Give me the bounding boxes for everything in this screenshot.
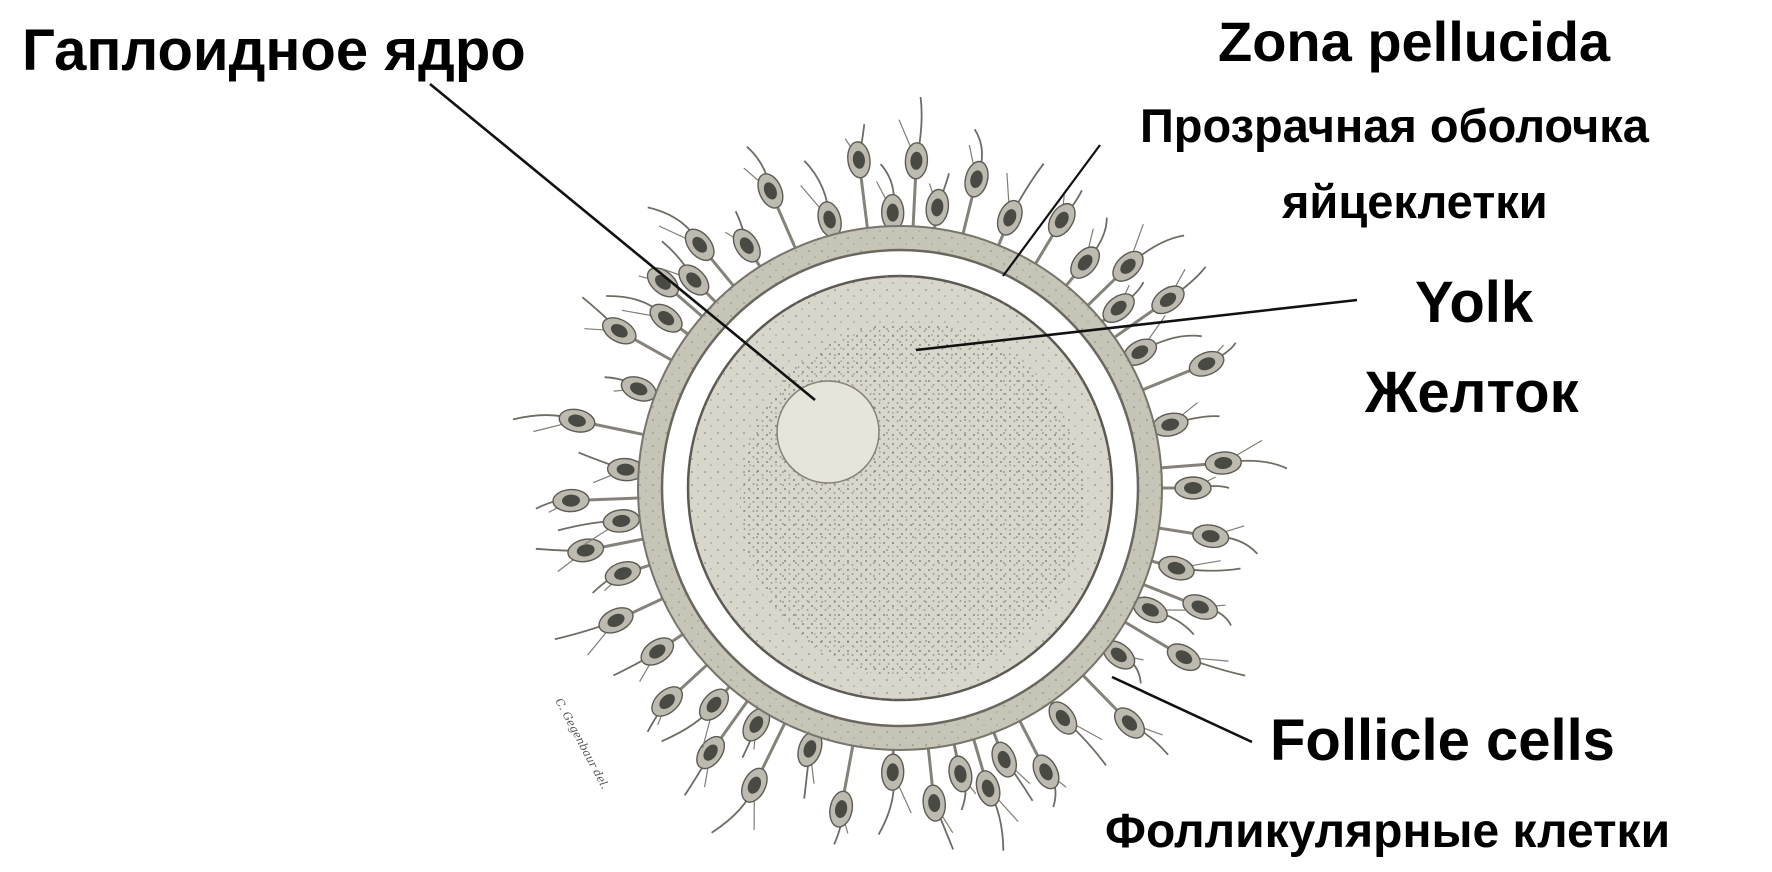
label-zona-pellucida-ru-line2: яйцеклетки [1282,178,1548,225]
label-zona-pellucida: Zona pellucida [1218,14,1610,70]
label-zona-pellucida-ru-line1: Прозрачная оболочка [1140,102,1649,149]
label-yolk-ru: Желток [1365,364,1579,422]
follicle-cell-nucleus [1184,482,1202,494]
label-follicle-cells: Follicle cells [1270,712,1615,770]
label-haploid-nucleus: Гаплоидное ядро [22,22,526,80]
haploid-nucleus [777,381,879,483]
label-follicle-cells-ru: Фолликулярные клетки [1105,808,1670,856]
label-yolk: Yolk [1415,274,1533,332]
